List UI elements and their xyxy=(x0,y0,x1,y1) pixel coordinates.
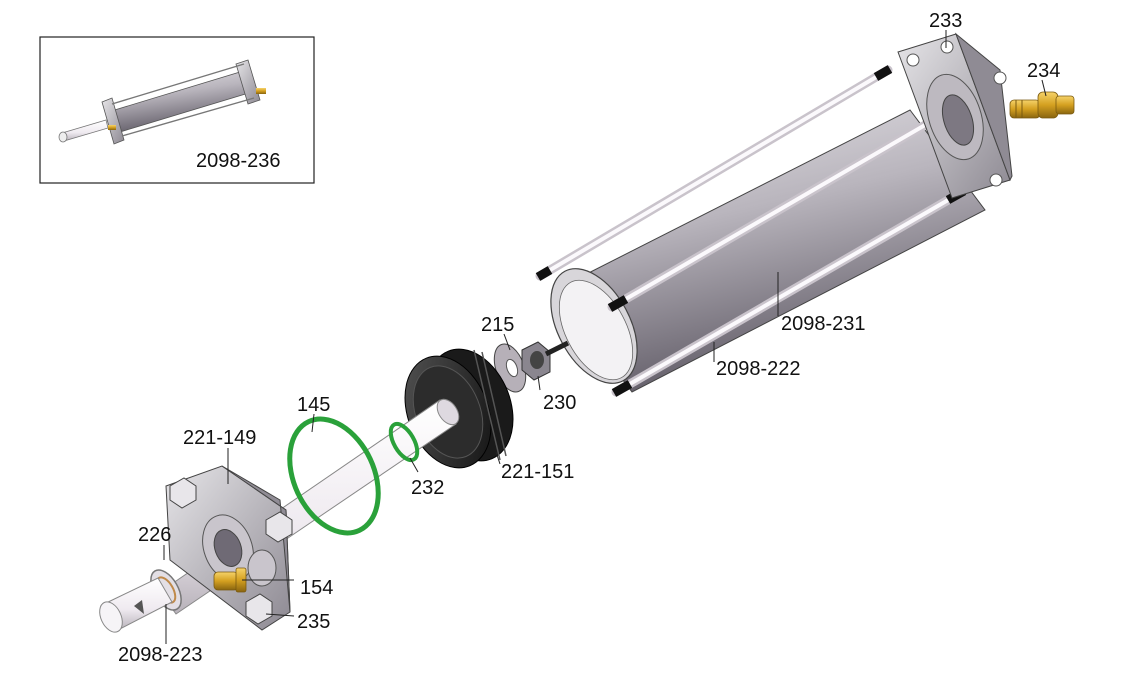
inset-panel: 2098-236 xyxy=(39,36,315,184)
label-233: 233 xyxy=(929,10,962,32)
rod-end xyxy=(99,577,173,633)
front-port-fitting xyxy=(213,567,247,593)
label-2098-222: 2098-222 xyxy=(716,358,801,380)
tie-rods xyxy=(535,65,967,397)
label-230: 230 xyxy=(543,392,576,414)
hex-nut xyxy=(521,340,570,381)
front-end-cap xyxy=(165,465,293,631)
label-154: 154 xyxy=(300,577,333,599)
label-2098-231: 2098-231 xyxy=(781,313,866,335)
label-145: 145 xyxy=(297,394,330,416)
label-226: 226 xyxy=(138,524,171,546)
label-221-149: 221-149 xyxy=(183,427,256,449)
tie-rod-2 xyxy=(607,109,949,312)
inset-label: 2098-236 xyxy=(196,150,281,172)
part-labels: 233 234 2098-231 2098-222 215 230 145 22… xyxy=(118,10,1060,666)
cylinder-barrel xyxy=(550,109,986,393)
label-215: 215 xyxy=(481,314,514,336)
rear-end-cap xyxy=(897,32,1013,199)
label-234: 234 xyxy=(1027,60,1060,82)
label-235: 235 xyxy=(297,611,330,633)
inset-cylinder-thumbnail xyxy=(58,59,266,145)
tie-rod-1 xyxy=(535,65,893,281)
label-2098-223: 2098-223 xyxy=(118,644,203,666)
large-o-ring xyxy=(287,416,381,536)
label-232: 232 xyxy=(411,477,444,499)
rod-o-ring xyxy=(388,421,420,463)
label-221-151: 221-151 xyxy=(501,461,574,483)
elbow-fitting-rear xyxy=(1009,91,1075,119)
leader-lines xyxy=(163,30,1047,644)
